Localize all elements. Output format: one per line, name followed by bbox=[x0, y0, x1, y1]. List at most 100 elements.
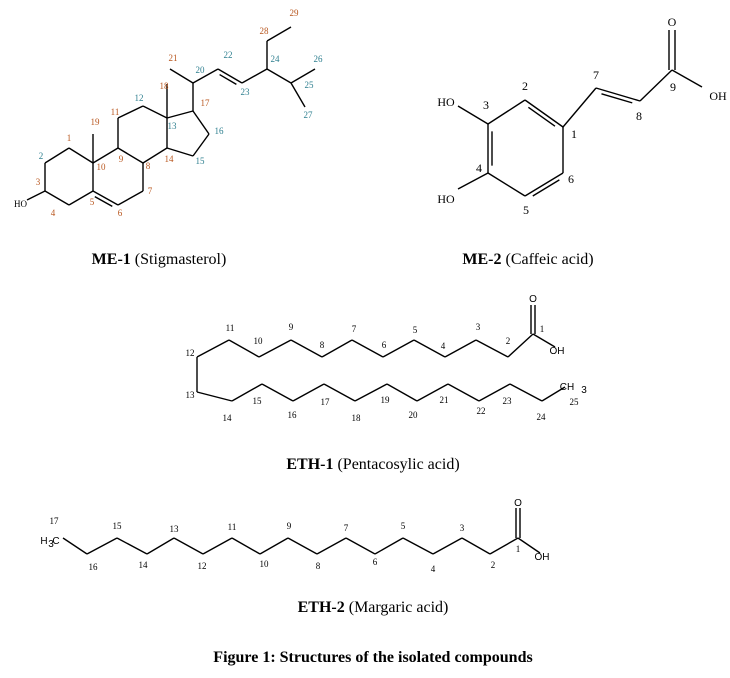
atom-number-label: 10 bbox=[260, 559, 270, 569]
bond bbox=[261, 383, 294, 402]
atom-number-label: 14 bbox=[139, 560, 149, 570]
atom-number-label: 6 bbox=[118, 208, 123, 218]
bond bbox=[192, 133, 210, 157]
bond bbox=[541, 386, 566, 402]
bond bbox=[290, 339, 323, 358]
atom-number-label: 15 bbox=[113, 521, 123, 531]
atom-number-label: 7 bbox=[344, 523, 349, 533]
atom-number-label: 19 bbox=[91, 117, 101, 127]
bond bbox=[524, 99, 564, 128]
atom-number-label: 19 bbox=[381, 395, 391, 405]
atom-number-label: 12 bbox=[186, 348, 195, 358]
bond bbox=[416, 383, 449, 402]
bond bbox=[595, 87, 641, 102]
bond bbox=[142, 147, 168, 164]
atom-number-label: 4 bbox=[441, 341, 446, 351]
bond bbox=[292, 383, 325, 402]
me2-caption-id: ME-2 bbox=[462, 251, 501, 268]
atom-number-label: 21 bbox=[440, 395, 449, 405]
atom-number-label: 27 bbox=[304, 110, 314, 120]
atom-number-label: 2 bbox=[39, 151, 44, 161]
bond bbox=[26, 190, 46, 201]
atom-number-label: 1 bbox=[516, 544, 521, 554]
eth1-caption-id: ETH-1 bbox=[286, 456, 333, 473]
bond bbox=[290, 68, 316, 84]
bond bbox=[287, 537, 318, 555]
bond bbox=[68, 147, 94, 164]
functional-group-label: CH bbox=[560, 382, 574, 393]
bond bbox=[321, 339, 353, 358]
atom-number-label: 4 bbox=[476, 161, 482, 175]
atom-number-label: 6 bbox=[568, 172, 574, 186]
functional-group-label: OH bbox=[709, 89, 727, 103]
bond bbox=[447, 383, 480, 402]
bond bbox=[487, 172, 526, 197]
atom-number-label: 10 bbox=[97, 162, 107, 172]
bond bbox=[202, 537, 233, 555]
bond bbox=[196, 339, 230, 358]
bond bbox=[345, 537, 376, 555]
bond bbox=[478, 383, 511, 402]
bond bbox=[386, 383, 418, 402]
figure-caption: Figure 1: Structures of the isolated com… bbox=[213, 649, 532, 666]
me1-caption-name: (Stigmasterol) bbox=[131, 251, 227, 268]
atom-number-label: 9 bbox=[287, 521, 292, 531]
atom-number-label: 9 bbox=[119, 154, 124, 164]
bond bbox=[489, 537, 519, 555]
functional-group-label: OH bbox=[550, 346, 565, 357]
double-bond-line bbox=[94, 195, 113, 208]
bond bbox=[671, 69, 703, 88]
atom-number-label: 3 bbox=[36, 177, 41, 187]
atom-number-label: 12 bbox=[198, 561, 207, 571]
functional-group-label: 3 bbox=[581, 385, 587, 396]
bond bbox=[444, 339, 477, 358]
eth2-caption-id: ETH-2 bbox=[298, 599, 345, 616]
bond bbox=[228, 339, 260, 358]
double-bond-line bbox=[527, 106, 556, 127]
atom-number-label: 14 bbox=[165, 154, 175, 164]
hydroxyl-label: HO bbox=[14, 199, 27, 209]
atom-number-label: 1 bbox=[540, 324, 545, 334]
bond bbox=[266, 68, 292, 84]
atom-number-label: 7 bbox=[593, 68, 599, 82]
bond bbox=[351, 339, 384, 358]
atom-number-label: 22 bbox=[477, 406, 486, 416]
eth1-caption-name: (Pentacosylic acid) bbox=[333, 456, 459, 473]
bond bbox=[117, 105, 144, 119]
atom-number-label: 2 bbox=[506, 336, 511, 346]
atom-number-label: 2 bbox=[491, 560, 496, 570]
bond bbox=[316, 537, 347, 555]
atom-number-label: 5 bbox=[401, 521, 406, 531]
atom-number-label: 5 bbox=[90, 197, 95, 207]
functional-group-label: HO bbox=[437, 95, 455, 109]
bond bbox=[231, 383, 263, 402]
bond bbox=[86, 537, 118, 555]
functional-group-label: C bbox=[52, 536, 59, 547]
eth2-caption: ETH-2 (Margaric acid) bbox=[298, 599, 449, 616]
atom-number-label: 5 bbox=[523, 203, 529, 217]
atom-number-label: 26 bbox=[314, 54, 324, 64]
bond bbox=[117, 147, 144, 164]
functional-group-label: H bbox=[40, 536, 47, 547]
atom-number-label: 18 bbox=[352, 413, 362, 423]
atom-number-label: 3 bbox=[483, 98, 489, 112]
atom-number-label: 20 bbox=[409, 410, 419, 420]
bond bbox=[169, 68, 194, 84]
atom-number-label: 24 bbox=[537, 412, 547, 422]
bond bbox=[44, 190, 70, 206]
bond bbox=[196, 391, 233, 402]
atom-number-label: 15 bbox=[253, 396, 263, 406]
double-bond-line bbox=[601, 93, 633, 104]
eth2-caption-name: (Margaric acid) bbox=[345, 599, 449, 616]
bond bbox=[142, 105, 168, 119]
bond bbox=[241, 68, 268, 84]
atom-number-label: 3 bbox=[476, 322, 481, 332]
bond bbox=[509, 383, 543, 402]
bond bbox=[524, 172, 564, 197]
bond bbox=[166, 110, 194, 119]
